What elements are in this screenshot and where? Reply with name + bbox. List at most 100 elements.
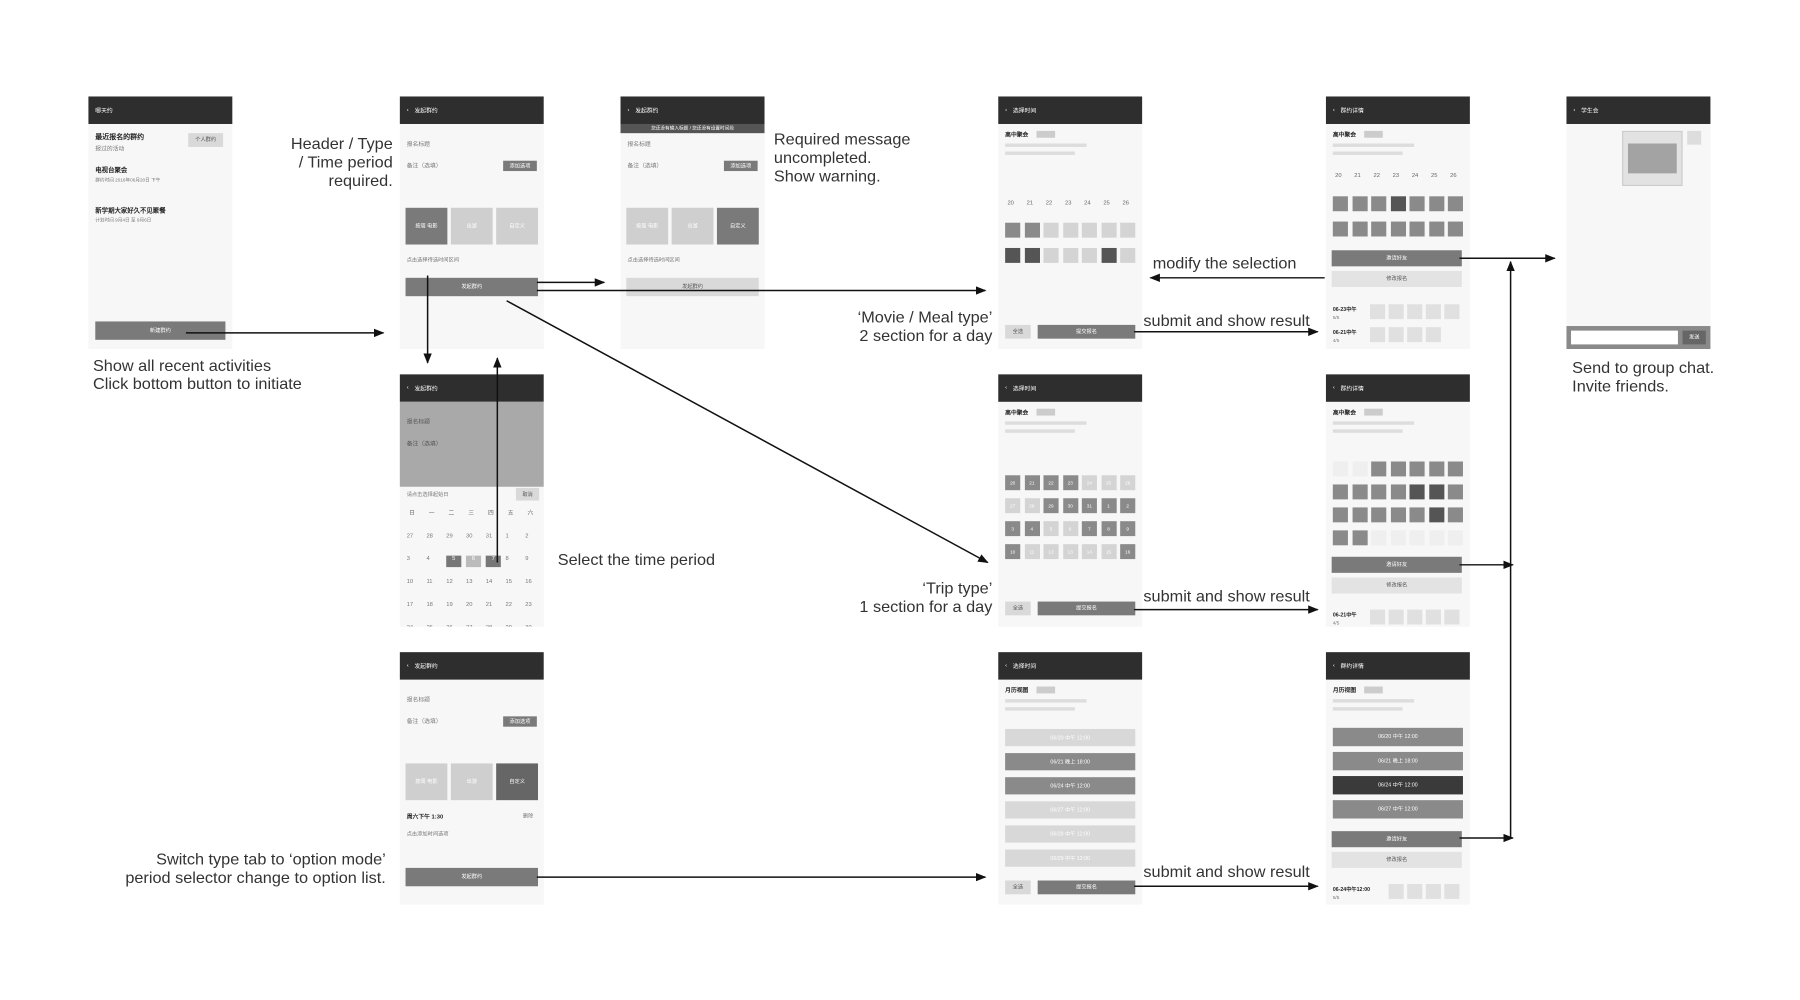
detail-b-modify-button[interactable]: 修改报名 [1331, 577, 1462, 594]
select-b-meta-2 [1005, 429, 1075, 433]
detail-c-modify-button[interactable]: 修改报名 [1331, 851, 1462, 868]
option-delete[interactable]: 删除 [522, 812, 534, 819]
type-tab-trip[interactable]: 出游 [450, 763, 493, 801]
note-field[interactable]: 备注（选填） [406, 163, 442, 170]
period-hint[interactable]: 点击选择待选时间区间 [406, 257, 459, 263]
day-label: 23 [1064, 199, 1072, 207]
calendar-day: 6 [465, 555, 482, 568]
select-b-all-button[interactable]: 全选 [1005, 601, 1031, 616]
screen-group-chat: ‹ 学生会 发送 [1566, 96, 1711, 349]
detail-a-modify-button[interactable]: 修改报名 [1331, 270, 1462, 287]
select-c-submit-button[interactable]: 提交报名 [1037, 880, 1136, 895]
result-slot [1390, 507, 1406, 523]
label-header-required: Header / Type / Time period required. [258, 134, 393, 189]
type-tab-movie[interactable]: 按周 电影 [626, 207, 669, 245]
home-chip[interactable]: 个人群约 [188, 133, 224, 147]
option-submit-button[interactable]: 发起群约 [405, 867, 539, 887]
select-a-event: 高中聚会 [1005, 132, 1029, 139]
option-row: 06/24 中午 12:00 [1005, 777, 1136, 795]
picker-cancel-button[interactable]: 取消 [515, 487, 540, 501]
back-icon[interactable]: ‹ [1005, 106, 1008, 114]
detail-a-header: ‹群约详情 [1325, 96, 1470, 124]
detail-c-invite-button[interactable]: 邀请好友 [1331, 831, 1462, 848]
select-a-meta-2 [1005, 151, 1075, 155]
period-hint[interactable]: 点击选择待选时间区间 [627, 257, 680, 263]
note-field[interactable]: 备注（选填） [627, 163, 663, 170]
type-tab-custom[interactable]: 自定义 [716, 207, 759, 245]
avatar [1425, 609, 1441, 625]
shared-card-image [1627, 143, 1677, 174]
home-item-2[interactable]: 新学期大家好久不见聚餐 [95, 207, 166, 215]
result-slot [1371, 196, 1387, 212]
chat-title: 学生会 [1581, 107, 1599, 115]
type-tab-movie[interactable]: 按周 电影 [405, 763, 448, 801]
detail-b-title: 群约详情 [1340, 385, 1364, 393]
day-label: 23 [1392, 172, 1400, 180]
result-slot [1332, 530, 1348, 546]
result-slot [1390, 221, 1406, 237]
weekday-label: 二 [448, 509, 455, 517]
type-tab-custom[interactable]: 自定义 [496, 763, 539, 801]
chat-input[interactable] [1571, 330, 1678, 345]
type-tab-custom[interactable]: 自定义 [496, 207, 539, 245]
title-field[interactable]: 报名标题 [406, 141, 430, 149]
day-label: 20 [1335, 172, 1342, 180]
result-option-row: 06/24 中午 12:00 [1332, 776, 1463, 795]
new-activity-button[interactable]: 新建群约 [95, 321, 226, 340]
type-tab-trip[interactable]: 出游 [671, 207, 714, 245]
add-option-button[interactable]: 添加选项 [503, 160, 537, 172]
add-option-button[interactable]: 添加选项 [723, 160, 758, 172]
back-icon[interactable]: ‹ [1005, 384, 1008, 392]
detail-a-invite-button[interactable]: 邀请好友 [1331, 250, 1462, 267]
home-item-1[interactable]: 电视台聚会 [95, 167, 128, 175]
calendar-day: 30 [465, 532, 473, 540]
day-label: 26 [1122, 199, 1129, 207]
note-field[interactable]: 备注（选填） [406, 718, 442, 726]
home-item-1-meta: 群约时间 2016年06月20日 下午 [95, 176, 161, 183]
type-tab-movie[interactable]: 按周 电影 [405, 207, 448, 245]
chat-send-button[interactable]: 发送 [1682, 330, 1706, 345]
result-slot [1351, 484, 1368, 500]
add-option-button[interactable]: 添加选项 [503, 716, 537, 727]
label-header-required-3: required. [328, 171, 393, 190]
back-icon[interactable]: ‹ [1332, 384, 1335, 392]
title-field[interactable]: 报名标题 [627, 141, 651, 149]
date-cell: 6 [1062, 521, 1078, 537]
result-slot [1371, 461, 1387, 477]
title-field[interactable]: 报名标题 [406, 696, 430, 704]
create-submit-button[interactable]: 发起群约 [405, 277, 539, 297]
result-slot [1428, 221, 1444, 237]
back-icon[interactable]: ‹ [627, 106, 630, 114]
calendar-day: 24 [407, 625, 413, 627]
select-a-all-button[interactable]: 全选 [1005, 324, 1031, 339]
back-icon[interactable]: ‹ [1332, 106, 1335, 114]
select-a-submit-button[interactable]: 提交报名 [1037, 324, 1136, 339]
time-slot [1062, 222, 1078, 238]
label-send-group-1: Send to group chat. [1572, 358, 1715, 377]
select-c-all-button[interactable]: 全选 [1005, 880, 1031, 895]
home-section-sub: 报过的活动 [95, 145, 125, 153]
back-icon[interactable]: ‹ [406, 106, 409, 114]
detail-b-invite-button[interactable]: 邀请好友 [1331, 556, 1462, 573]
select-b-submit-button[interactable]: 提交报名 [1037, 601, 1136, 616]
result-slot [1351, 530, 1368, 546]
date-cell: 31 [1081, 498, 1097, 514]
option-add-hint[interactable]: 点击添加时间选项 [406, 831, 449, 837]
type-tab-trip[interactable]: 出游 [450, 207, 493, 245]
detail-b-header: ‹ 群约详情 [1325, 374, 1470, 402]
warning-submit-button[interactable]: 发起群约 [626, 277, 759, 297]
shared-card[interactable] [1622, 130, 1683, 186]
screen-warning: ‹发起群约 您还没有输入标题 / 您还没有设置时间段 报名标题 备注（选填） 添… [620, 96, 765, 349]
result-slot [1428, 507, 1444, 523]
back-icon[interactable]: ‹ [406, 662, 409, 670]
back-icon[interactable]: ‹ [1332, 662, 1335, 670]
result-slot [1390, 196, 1406, 212]
select-c-meta-2 [1005, 707, 1075, 711]
back-icon[interactable]: ‹ [1005, 662, 1008, 670]
time-slot [1120, 222, 1136, 238]
back-icon[interactable]: ‹ [1573, 106, 1576, 114]
back-icon[interactable]: ‹ [406, 384, 409, 392]
